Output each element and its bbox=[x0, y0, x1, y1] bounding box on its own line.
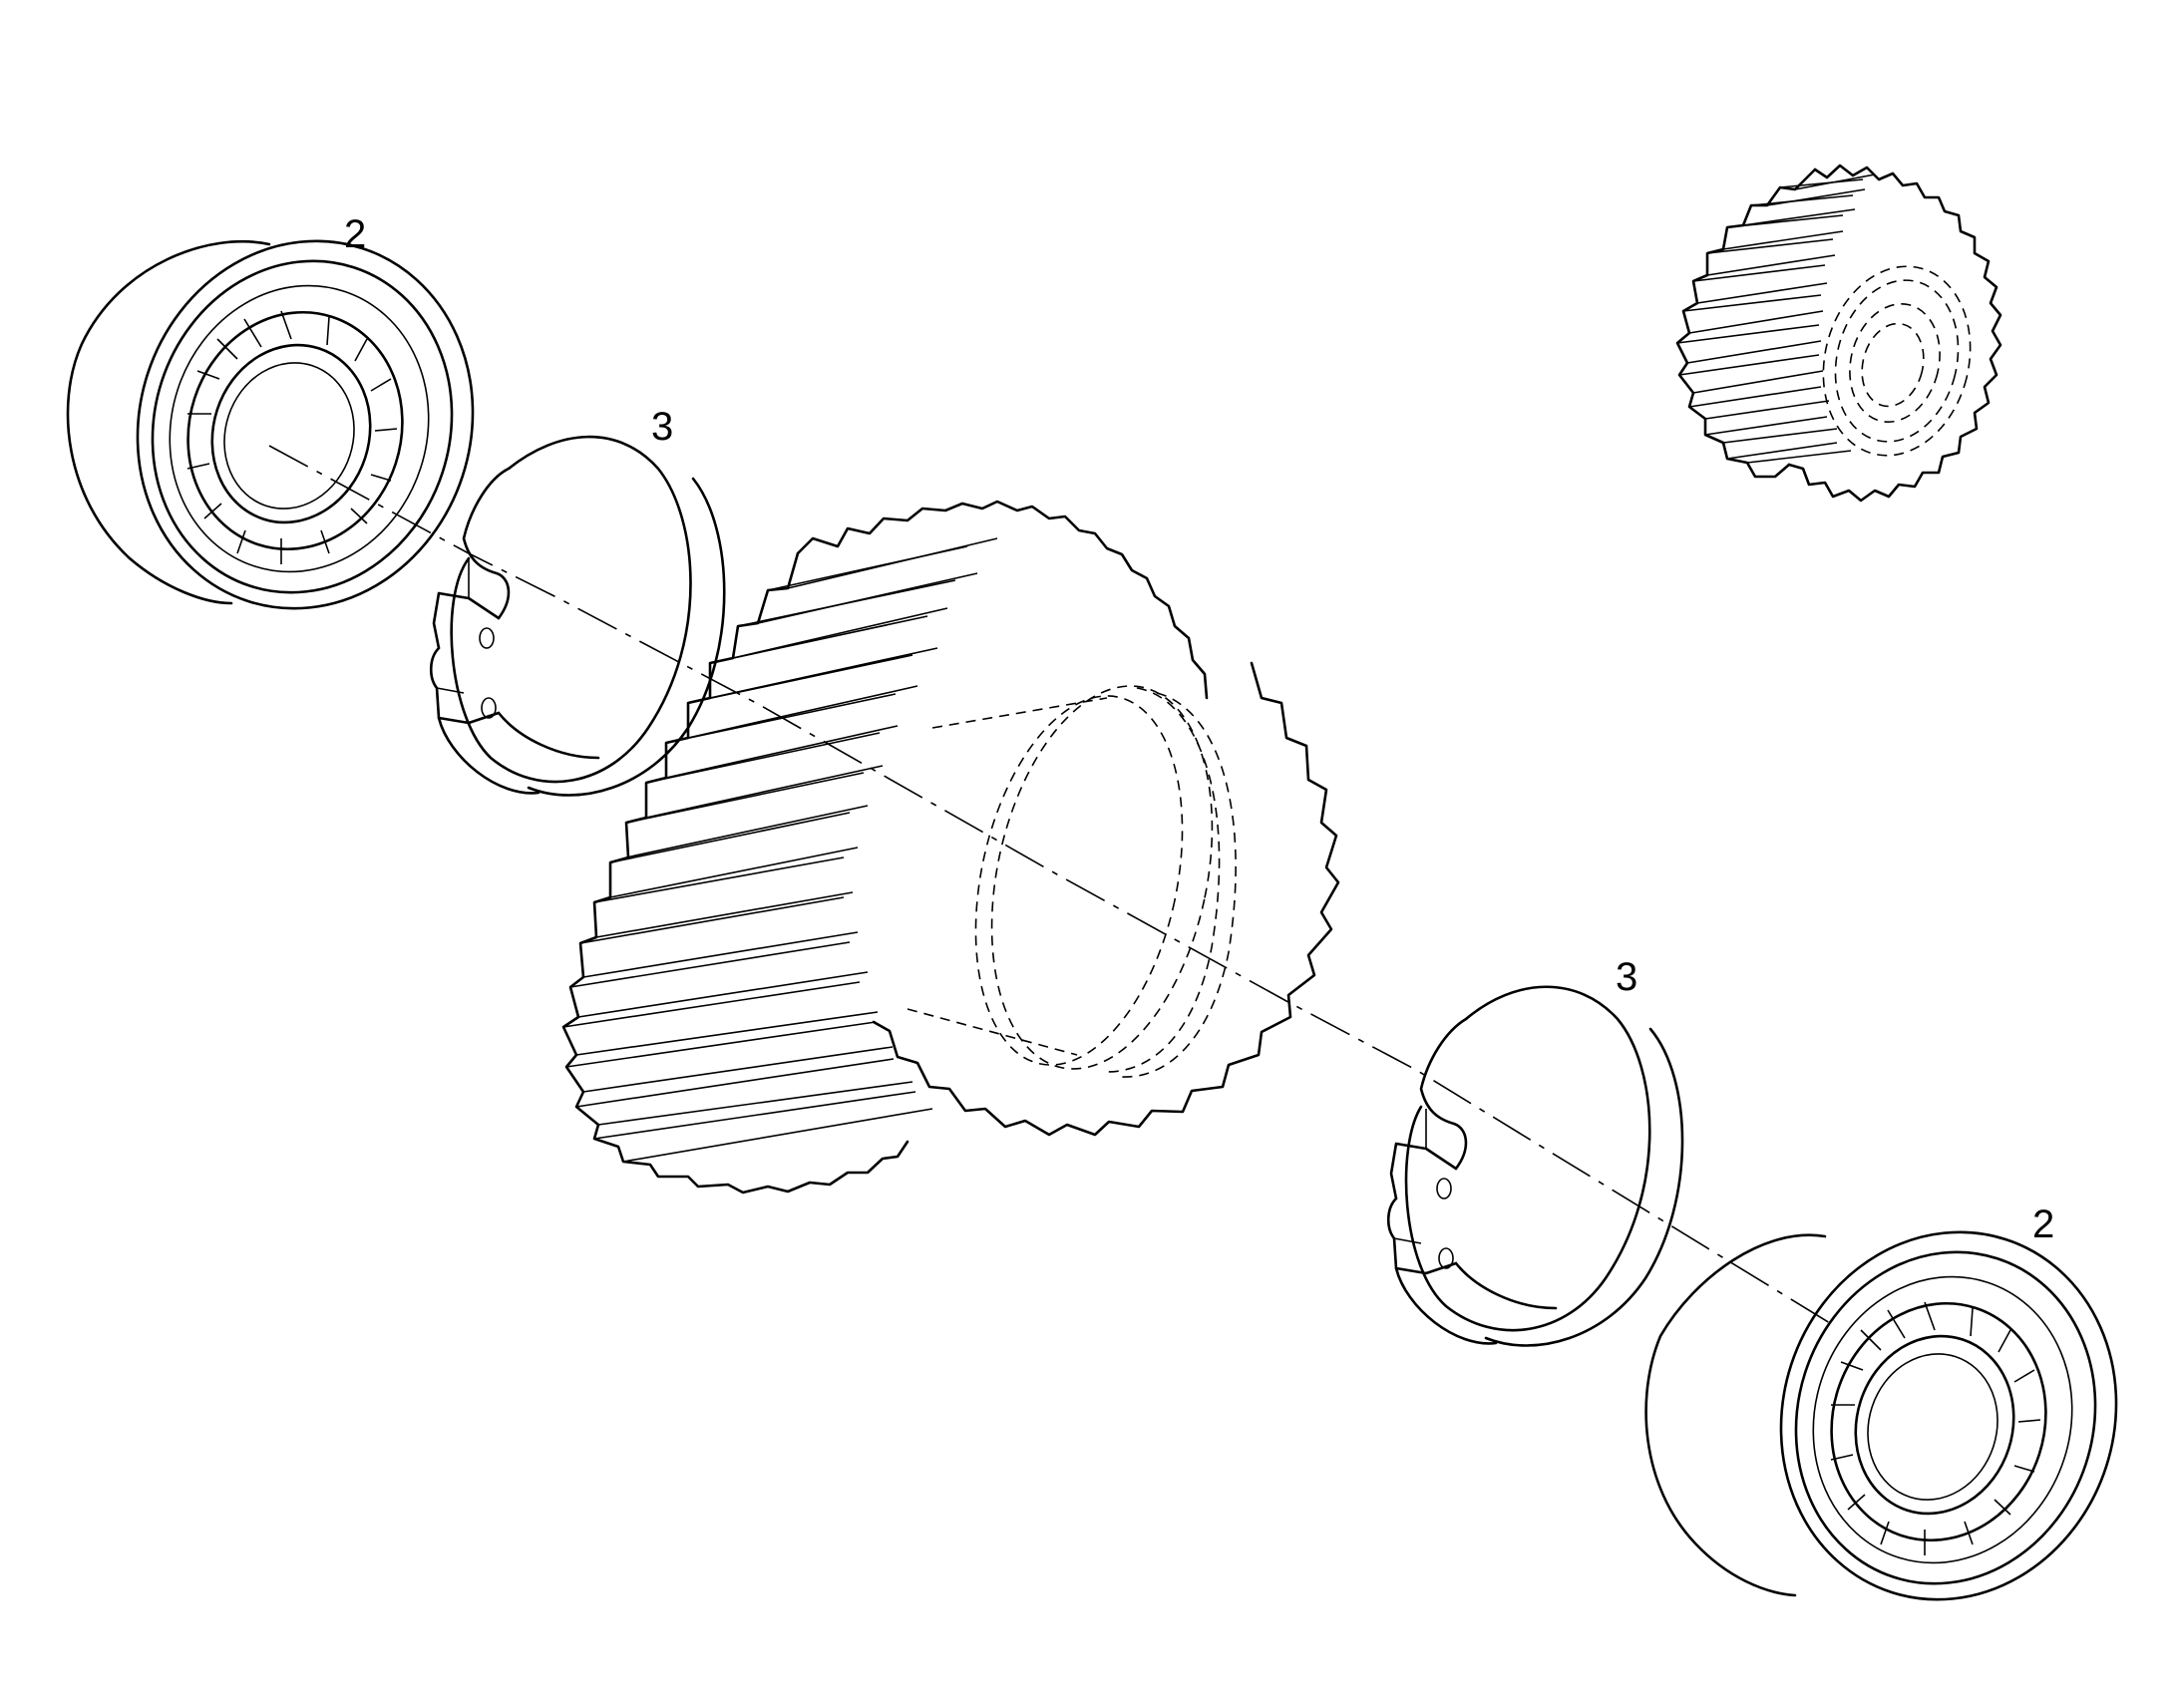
snap-ring-bottom bbox=[1386, 985, 1684, 1347]
callout-ring-bottom: 3 bbox=[1616, 955, 1638, 999]
assembly-center-line bbox=[268, 445, 1836, 1327]
callout-ring-top: 3 bbox=[651, 405, 674, 449]
callout-bearing-top: 2 bbox=[344, 212, 367, 256]
assembled-gear-thumbnail bbox=[1675, 164, 2002, 503]
spur-gear-large bbox=[561, 500, 1340, 1195]
ball-bearing-bottom-right bbox=[1644, 1230, 2118, 1601]
ball-bearing-top-left bbox=[66, 239, 475, 610]
callout-bearing-bottom: 2 bbox=[2032, 1202, 2055, 1246]
snap-ring-top bbox=[429, 435, 726, 797]
